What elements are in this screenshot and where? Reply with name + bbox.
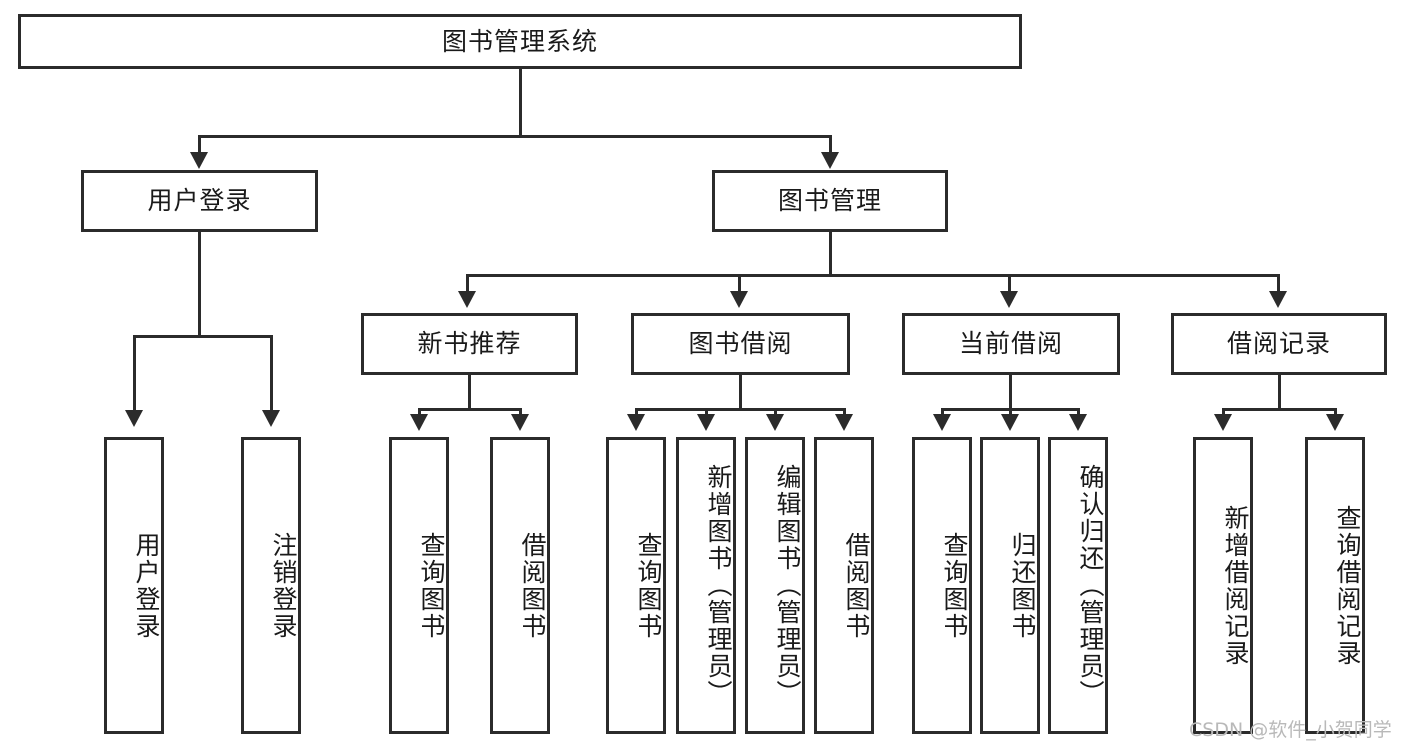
leaf-logout-login[interactable]: 注销登录 [241,437,301,734]
leaf-query-record[interactable]: 查询借阅记录 [1305,437,1365,734]
connector-cb-drop-2 [1009,408,1012,416]
leaf-borrow-book-2[interactable]: 借阅图书 [814,437,874,734]
node-new-book-recommend[interactable]: 新书推荐 [361,313,578,375]
arrow-to-user-login [190,152,208,169]
connector-bm-drop-4 [1277,274,1280,295]
node-user-login-label: 用户登录 [147,186,252,216]
leaf-add-book-label: 新增图书（管理员） [704,464,733,707]
leaf-query-book-2-label: 查询图书 [634,531,663,640]
leaf-borrow-book-1[interactable]: 借阅图书 [490,437,550,734]
arrow-to-leaf-query-book-1 [410,414,428,431]
node-new-book-recommend-label: 新书推荐 [417,329,522,359]
connector-bb-drop-1 [635,408,638,416]
connector-bm-drop-1 [466,274,469,295]
connector-bb-bar [635,408,846,411]
node-book-borrow-label: 图书借阅 [688,329,793,359]
node-current-borrow[interactable]: 当前借阅 [902,313,1120,375]
leaf-borrow-book-1-label: 借阅图书 [518,531,547,640]
arrow-to-book-manage [821,152,839,169]
connector-cb-drop-3 [1077,408,1080,416]
leaf-add-book[interactable]: 新增图书（管理员） [676,437,736,734]
leaf-confirm-return-label: 确认归还（管理员） [1076,464,1105,707]
arrow-to-leaf-logout-login [262,410,280,427]
leaf-confirm-return[interactable]: 确认归还（管理员） [1048,437,1108,734]
leaf-return-book[interactable]: 归还图书 [980,437,1040,734]
connector-root-drop-1 [198,135,201,156]
leaf-query-book-2[interactable]: 查询图书 [606,437,666,734]
arrow-to-leaf-borrow-book-1 [511,414,529,431]
node-book-manage-label: 图书管理 [777,186,882,216]
connector-user-login-bar [133,335,273,338]
connector-br-drop-2 [1334,408,1337,416]
arrow-to-book-borrow [730,291,748,308]
leaf-user-login-label: 用户登录 [132,531,161,640]
csdn-watermark: CSDN @软件_小贺同学 [1189,719,1392,741]
arrow-to-new-book-recommend [458,291,476,308]
connector-bm-drop-3 [1008,274,1011,295]
connector-nbr-bar [418,408,522,411]
arrow-to-leaf-borrow-book-2 [835,414,853,431]
connector-br-drop-1 [1222,408,1225,416]
arrow-to-leaf-query-book-3 [933,414,951,431]
connector-cb-drop-1 [941,408,944,416]
node-book-manage[interactable]: 图书管理 [712,170,948,232]
connector-root-bar [198,135,832,138]
connector-bb-drop-4 [843,408,846,416]
connector-user-login-drop-2 [270,335,273,413]
connector-root-stem [519,69,522,135]
leaf-user-login[interactable]: 用户登录 [104,437,164,734]
leaf-query-record-label: 查询借阅记录 [1333,504,1362,667]
connector-root-drop-2 [829,135,832,156]
connector-nbr-drop-1 [418,408,421,416]
connector-user-login-drop-1 [133,335,136,413]
arrow-to-current-borrow [1000,291,1018,308]
node-borrow-record[interactable]: 借阅记录 [1171,313,1387,375]
connector-user-login-stem [198,232,201,335]
node-user-login[interactable]: 用户登录 [81,170,318,232]
leaf-return-book-label: 归还图书 [1008,531,1037,640]
connector-cb-stem [1009,375,1012,408]
arrow-to-leaf-query-book-2 [627,414,645,431]
leaf-add-record[interactable]: 新增借阅记录 [1193,437,1253,734]
connector-book-manage-bar [466,274,1280,277]
connector-bm-drop-2 [738,274,741,295]
leaf-borrow-book-2-label: 借阅图书 [842,531,871,640]
node-root-label: 图书管理系统 [441,26,598,56]
connector-nbr-drop-2 [519,408,522,416]
arrow-to-leaf-edit-book [766,414,784,431]
arrow-to-leaf-query-record [1326,414,1344,431]
connector-nbr-stem [468,375,471,408]
node-book-borrow[interactable]: 图书借阅 [631,313,850,375]
leaf-edit-book-label: 编辑图书（管理员） [773,464,802,707]
connector-br-bar [1222,408,1337,411]
arrow-to-borrow-record [1269,291,1287,308]
node-root[interactable]: 图书管理系统 [18,14,1022,69]
leaf-query-book-1[interactable]: 查询图书 [389,437,449,734]
leaf-query-book-1-label: 查询图书 [417,531,446,640]
arrow-to-leaf-add-book [697,414,715,431]
leaf-logout-login-label: 注销登录 [269,531,298,640]
arrow-to-leaf-user-login [125,410,143,427]
leaf-query-book-3[interactable]: 查询图书 [912,437,972,734]
leaf-query-book-3-label: 查询图书 [940,531,969,640]
connector-book-manage-stem [829,232,832,274]
node-borrow-record-label: 借阅记录 [1226,329,1331,359]
arrow-to-leaf-return-book [1001,414,1019,431]
node-current-borrow-label: 当前借阅 [958,329,1063,359]
arrow-to-leaf-add-record [1214,414,1232,431]
connector-bb-stem [739,375,742,408]
connector-bb-drop-3 [774,408,777,416]
connector-br-stem [1278,375,1281,408]
leaf-edit-book[interactable]: 编辑图书（管理员） [745,437,805,734]
arrow-to-leaf-confirm-return [1069,414,1087,431]
connector-bb-drop-2 [705,408,708,416]
leaf-add-record-label: 新增借阅记录 [1221,504,1250,667]
